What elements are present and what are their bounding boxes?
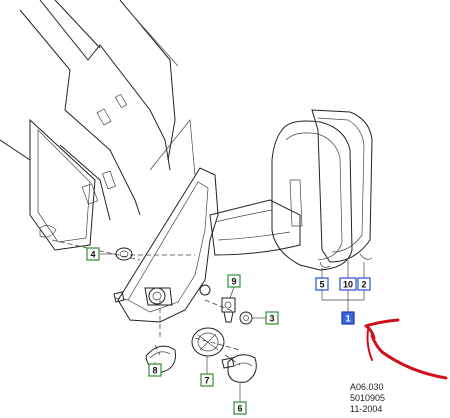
- callout-label-5: 5: [319, 280, 324, 290]
- mirror-bracket: [117, 167, 219, 323]
- part-clip: [239, 311, 253, 325]
- callout-label-2: 2: [361, 280, 366, 290]
- red-annotation-arrow: [364, 318, 448, 380]
- callout-box-2: [357, 277, 371, 291]
- callout-box-8: [148, 363, 162, 377]
- callout-label-4: 4: [90, 250, 95, 260]
- callout-10: 10: [339, 277, 357, 291]
- assembly-lines: [51, 239, 241, 366]
- callout-8: 8: [148, 363, 162, 377]
- part-grommet: [115, 247, 133, 261]
- callout-4: 4: [86, 247, 100, 261]
- caption-line-3: 11-2004: [350, 404, 382, 414]
- callout-box-7: [200, 373, 214, 387]
- mirror-arm: [209, 199, 301, 256]
- callout-box-6: [233, 401, 247, 415]
- callout-label-6: 6: [237, 404, 242, 414]
- callout-label-1: 1: [345, 314, 350, 324]
- callout-9: 9: [227, 274, 241, 288]
- callout-box-10: [339, 277, 357, 291]
- callout-1: 1: [341, 311, 355, 325]
- caption-line-2: 5010905: [350, 393, 385, 403]
- mirror-housing: [271, 109, 373, 271]
- part-bulb: [221, 354, 257, 383]
- callout-box-3: [265, 311, 279, 325]
- callout-box-4: [86, 247, 100, 261]
- callout-3: 3: [265, 311, 279, 325]
- diagram-caption: A06.030 5010905 11-2004: [350, 382, 385, 414]
- callout-box-9: [227, 274, 241, 288]
- callout-label-8: 8: [152, 366, 157, 376]
- part-bolt: [113, 291, 125, 303]
- callout-label-3: 3: [269, 314, 274, 324]
- caption-line-1: A06.030: [350, 382, 384, 392]
- part-lamp-housing: [191, 327, 225, 357]
- part-screw: [221, 297, 236, 323]
- callout-label-10: 10: [343, 280, 353, 290]
- callout-5: 5: [315, 277, 329, 291]
- callout-6: 6: [233, 401, 247, 415]
- callout-7: 7: [200, 373, 214, 387]
- callout-2: 2: [357, 277, 371, 291]
- callout-label-7: 7: [204, 376, 209, 386]
- callout-box-1: [341, 311, 355, 325]
- leader-lines: [100, 253, 373, 402]
- callout-box-5: [315, 277, 329, 291]
- callout-label-9: 9: [231, 277, 236, 287]
- door-frame: [0, 0, 196, 251]
